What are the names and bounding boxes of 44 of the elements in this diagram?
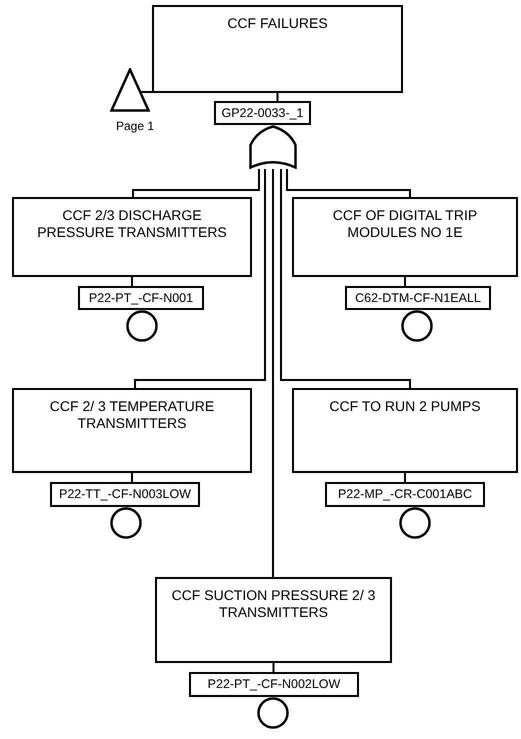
or-gate [249,125,297,169]
basic-event-circle [110,507,142,539]
event-id-box [345,286,491,310]
page-reference: Page 1 [116,120,154,132]
connector-line [280,169,411,388]
event-id-box [50,482,200,507]
event-box [292,388,518,473]
event-id: P22-TT_-CF-N003LOW [59,488,191,501]
event-box [152,5,403,93]
event-box [155,577,392,663]
event-description: CCF TO RUN 2 PUMPS [329,398,481,415]
connector-line [132,169,260,197]
connector-line [404,277,406,286]
connector-line [134,169,266,388]
transfer-triangle [110,68,150,112]
event-id-box [325,482,485,507]
basic-event-circle [401,310,433,342]
event-description: CCF OF DIGITAL TRIP MODULES NO 1E [332,207,478,241]
connector-line [131,277,133,286]
connector-line [276,93,278,101]
event-box [12,197,252,277]
basic-event-circle [399,507,431,539]
event-id: P22-PT_-CF-N001 [88,292,194,304]
event-id: C62-DTM-CF-N1EALL [355,292,481,304]
event-id: P22-PT_-CF-N002LOW [208,678,340,691]
event-box [292,197,518,277]
event-description: CCF 2/ 3 TEMPERATURE TRANSMITTERS [48,398,216,432]
event-id-box [214,101,311,125]
event-description: CCF 2/3 DISCHARGE PRESSURE TRANSMITTERS [36,207,228,241]
event-id-box [189,672,359,697]
basic-event-circle [257,697,289,729]
connector-line [286,169,411,197]
connector-line [140,91,152,93]
connector-line [404,473,406,482]
event-id: P22-MP_-CR-C001ABC [338,488,472,501]
connector-line [272,169,274,577]
event-description: CCF SUCTION PRESSURE 2/ 3 TRANSMITTERS [170,587,376,621]
event-box [12,388,252,473]
connector-line [131,473,133,482]
event-id: GP22-0033-_1 [221,106,304,120]
connector-line [272,663,274,672]
basic-event-circle [126,310,158,342]
event-description: CCF FAILURES [227,15,328,32]
event-id-box [78,286,204,310]
